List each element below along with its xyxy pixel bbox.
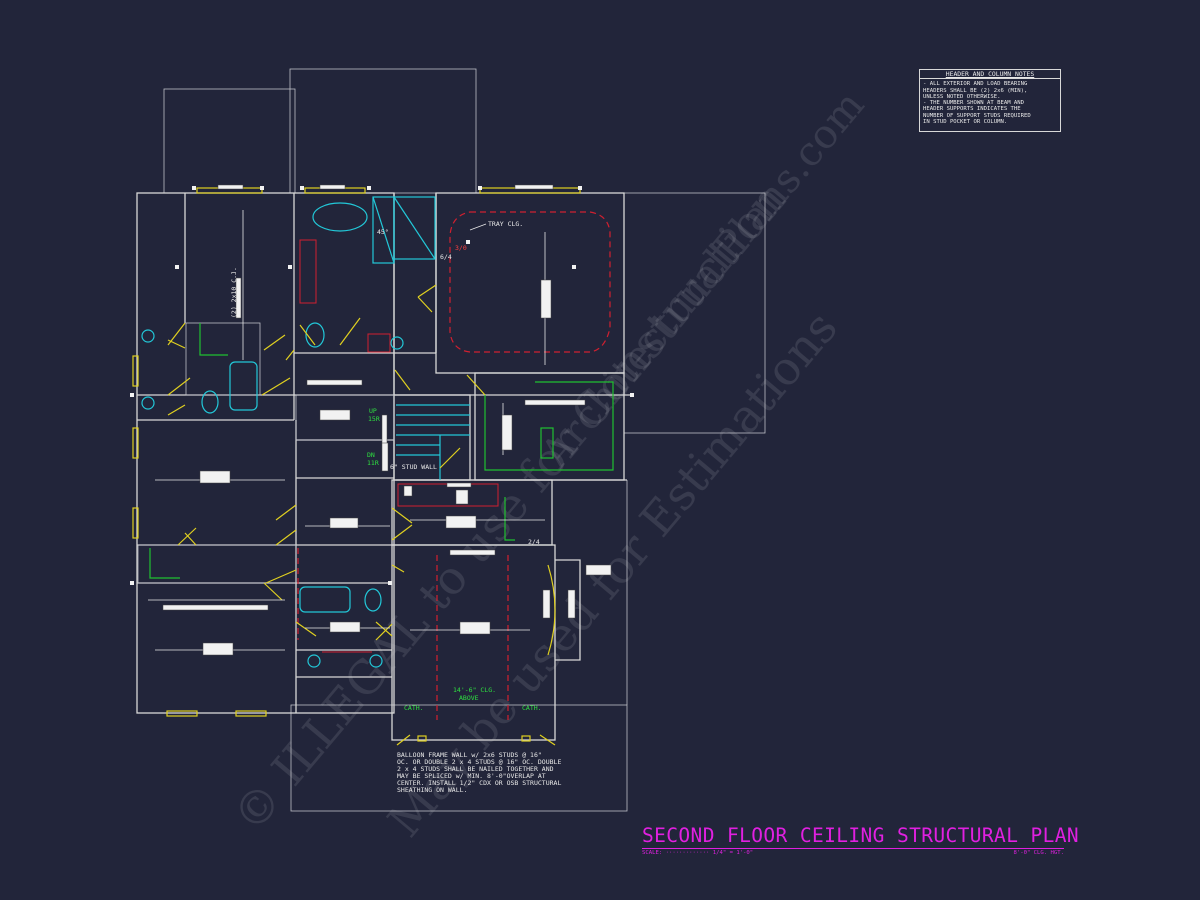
balloon-note-line-2: OC. OR DOUBLE 2 x 4 STUDS @ 16" OC. DOUB… (397, 758, 561, 766)
label-cath-right: CATH. (522, 704, 542, 712)
notes-line: UNLESS NOTED OTHERWISE. (923, 93, 1001, 100)
headers (297, 211, 611, 720)
label-joists: (2) 2x10 C.J. (230, 267, 238, 318)
doors (132, 187, 581, 746)
label-stair-up: UP (369, 407, 377, 415)
notes-line: NUMBER OF SUPPORT STUDS REQUIRED (923, 112, 1031, 119)
label-ceiling-above-2: ABOVE (459, 694, 479, 702)
notes-line: - THE NUMBER SHOWN AT BEAM AND (923, 100, 1025, 107)
balloon-note-line-4: MAY BE SPLICED w/ MIN. 8'-0"OVERLAP AT (397, 772, 546, 780)
balloon-note-line-5: CENTER. INSTALL 1/2" CDX OR OSB STRUCTUR… (397, 779, 561, 787)
post-markers (130, 186, 634, 585)
label-tray-ceiling: TRAY CLG. (488, 220, 523, 228)
notes-line: HEADER SUPPORTS INDICATES THE (923, 106, 1021, 113)
ceiling-height: 8'-0" CLG. HGT. (1013, 850, 1064, 856)
notes-body: - ALL EXTERIOR AND LOAD BEARING HEADERS … (923, 81, 1057, 125)
title-block: SECOND FLOOR CEILING STRUCTURAL PLAN SCA… (642, 824, 1080, 856)
plan-title: SECOND FLOOR CEILING STRUCTURAL PLAN (642, 824, 1080, 847)
beam-tags (162, 184, 612, 656)
label-ceiling-above-1: 14'-6" CLG. (453, 686, 496, 694)
label-stair-down: DN (367, 451, 375, 459)
label-angle: 45° (377, 228, 389, 236)
green-outlines (149, 323, 614, 579)
balloon-frame-note: BALLOON FRAME WALL w/ 2x6 STUDS @ 16" OC… (397, 751, 561, 794)
label-stud-wall: 6" STUD WALL (390, 463, 437, 471)
notes-line: - ALL EXTERIOR AND LOAD BEARING (923, 81, 1028, 88)
balloon-note-line-3: 2 x 4 STUDS SHALL BE NAILED TOGETHER AND (397, 765, 554, 773)
notes-line: IN STUD POCKET OR COLUMN. (923, 119, 1008, 126)
watermark: © ILLEGAL to use for Construction May be… (222, 82, 873, 847)
label-tag-white: 6/4 (440, 253, 452, 261)
fixtures (141, 196, 470, 668)
label-cath-left: CATH. (404, 704, 424, 712)
header-column-notes: HEADER AND COLUMN NOTES - ALL EXTERIOR A… (919, 69, 1061, 132)
scale-row: SCALE: ············· 1/4" = 1'-0" 8'-0" … (642, 850, 1064, 856)
label-tag-2-4: 2/4 (528, 538, 540, 546)
scale-label: SCALE: (642, 850, 663, 856)
label-stair-up-risers: 15R (368, 415, 380, 423)
balloon-note-line-1: BALLOON FRAME WALL w/ 2x6 STUDS @ 16" (397, 751, 542, 759)
plan-labels: TRAY CLG. (2) 2x10 C.J. 45° 3/0 6/4 UP 1… (230, 220, 542, 712)
label-tag-red: 3/0 (455, 244, 467, 252)
scale-value: 1/4" = 1'-0" (712, 850, 754, 856)
title-rule (642, 848, 1064, 849)
watermark-line-3: ArchitecturalPlans.com (532, 82, 874, 477)
notes-title: HEADER AND COLUMN NOTES (920, 71, 1060, 80)
scale-info: SCALE: ············· 1/4" = 1'-0" (642, 850, 754, 856)
label-stair-down-risers: 11R (367, 459, 379, 467)
notes-line: HEADERS SHALL BE (2) 2x6 (MIN), (923, 87, 1028, 94)
balloon-note-line-6: SHEATHING ON WALL. (397, 786, 467, 794)
